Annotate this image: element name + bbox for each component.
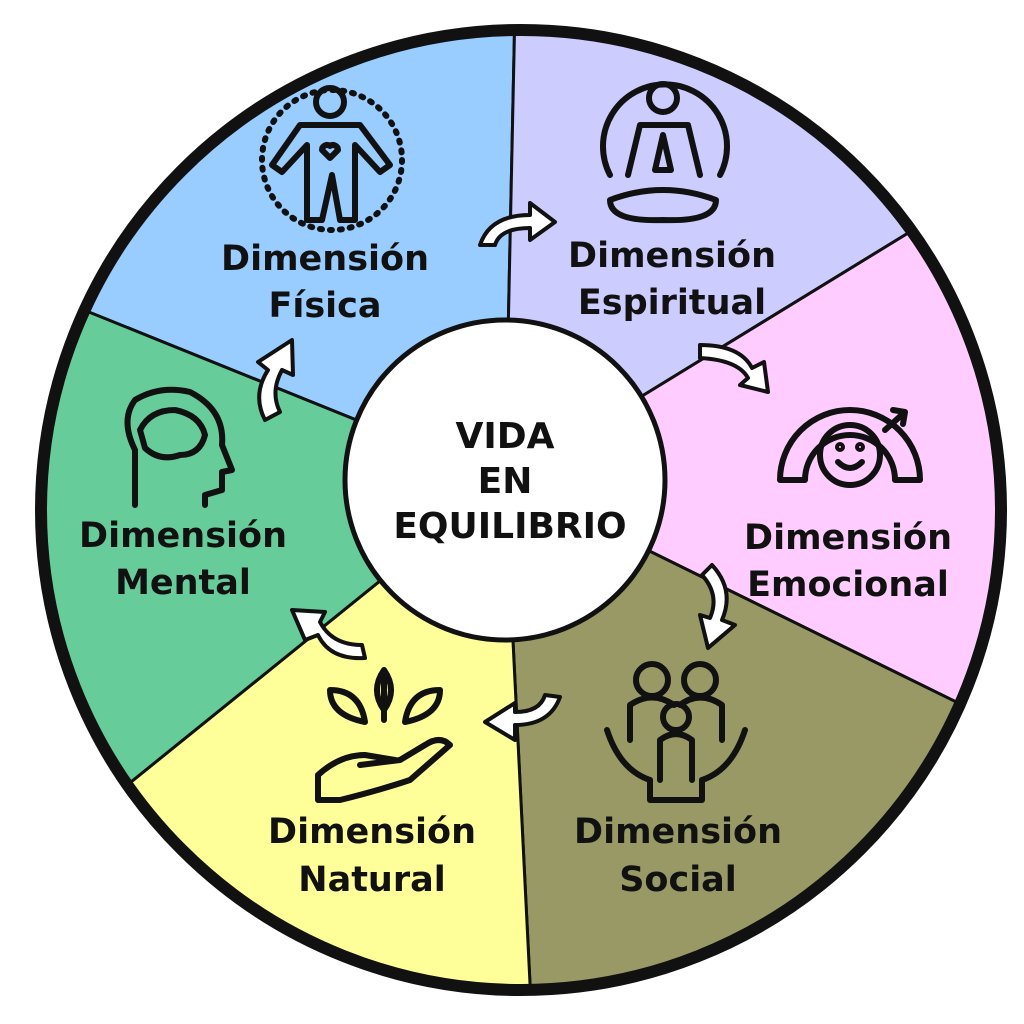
arrow-espiritual-to-emocional: [698, 343, 770, 394]
arrow-natural-to-mental: [290, 608, 367, 661]
label-emocional-2: Emocional: [747, 565, 949, 605]
label-fisica-2: Física: [268, 286, 381, 326]
arrow-fisica-to-espiritual: [478, 201, 557, 247]
family-hands-icon: [604, 661, 748, 803]
label-espiritual-1: Dimensión: [568, 236, 776, 276]
label-emocional-1: Dimensión: [744, 518, 952, 558]
plant-hand-icon: [315, 667, 453, 803]
arrow-social-to-natural: [483, 693, 562, 742]
label-espiritual-2: Espiritual: [578, 283, 766, 323]
center-line1: VIDA: [456, 416, 555, 457]
brain-head-icon: [124, 386, 235, 508]
body-heart-icon: [259, 85, 405, 233]
label-natural-1: Dimensión: [268, 812, 476, 852]
label-natural-2: Natural: [298, 860, 445, 900]
label-mental-1: Dimensión: [79, 516, 287, 556]
smile-gauge-icon: [777, 407, 923, 488]
wheel-border: [35, 24, 1007, 996]
arrow-emocional-to-social: [698, 563, 737, 650]
center-line2: EN: [478, 461, 533, 502]
cycle-arrows: [256, 201, 770, 742]
arrow-mental-to-fisica: [256, 338, 295, 422]
label-fisica-1: Dimensión: [221, 239, 429, 279]
meditation-icon: [600, 81, 730, 224]
center-line3: EQUILIBRIO: [393, 506, 626, 547]
label-mental-2: Mental: [115, 563, 251, 603]
center-circle: [342, 317, 668, 643]
label-social-1: Dimensión: [574, 812, 782, 852]
label-social-2: Social: [619, 860, 737, 900]
